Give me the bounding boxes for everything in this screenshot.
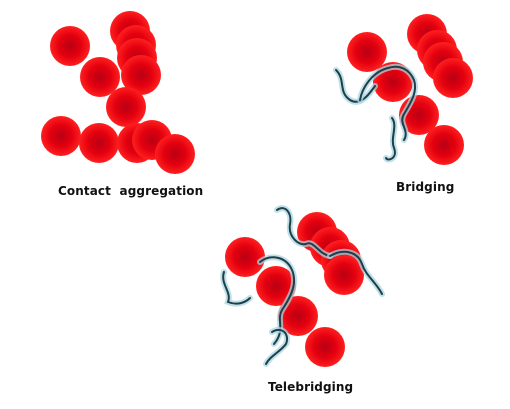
telebridging-polymer-chain bbox=[276, 207, 331, 257]
contact-aggregation-particle bbox=[80, 57, 120, 97]
bridging-particle bbox=[424, 125, 464, 165]
bridging-particle bbox=[433, 58, 473, 98]
telebridging-particle bbox=[256, 266, 296, 306]
telebridging-polymer-chain bbox=[329, 250, 383, 295]
bridging-polymer-chain bbox=[359, 65, 416, 141]
telebridging-polymer-chain bbox=[265, 328, 288, 365]
contact-aggregation-particle bbox=[155, 134, 195, 174]
telebridging-particle bbox=[324, 255, 364, 295]
contact-aggregation-group bbox=[41, 11, 195, 174]
bridging-group bbox=[333, 14, 473, 165]
bridging-caption: Bridging bbox=[396, 180, 455, 194]
telebridging-particle bbox=[305, 327, 345, 367]
contact-aggregation-particle bbox=[79, 123, 119, 163]
telebridging-caption: Telebridging bbox=[268, 380, 354, 394]
telebridging-polymer-chain bbox=[222, 271, 251, 305]
telebridging-group bbox=[220, 205, 385, 367]
telebridging-particle bbox=[225, 237, 265, 277]
contact-aggregation-particle bbox=[121, 55, 161, 95]
bridging-polymer-chain bbox=[385, 117, 396, 161]
bridging-particle bbox=[347, 32, 387, 72]
contact-aggregation-particle bbox=[50, 26, 90, 66]
contact-aggregation-particle bbox=[106, 87, 146, 127]
telebridging-polymer-chain bbox=[259, 256, 296, 345]
contact-aggregation-particle bbox=[41, 116, 81, 156]
contact-aggregation-caption: Contact aggregation bbox=[58, 184, 204, 198]
bridging-polymer-chain bbox=[335, 69, 376, 103]
